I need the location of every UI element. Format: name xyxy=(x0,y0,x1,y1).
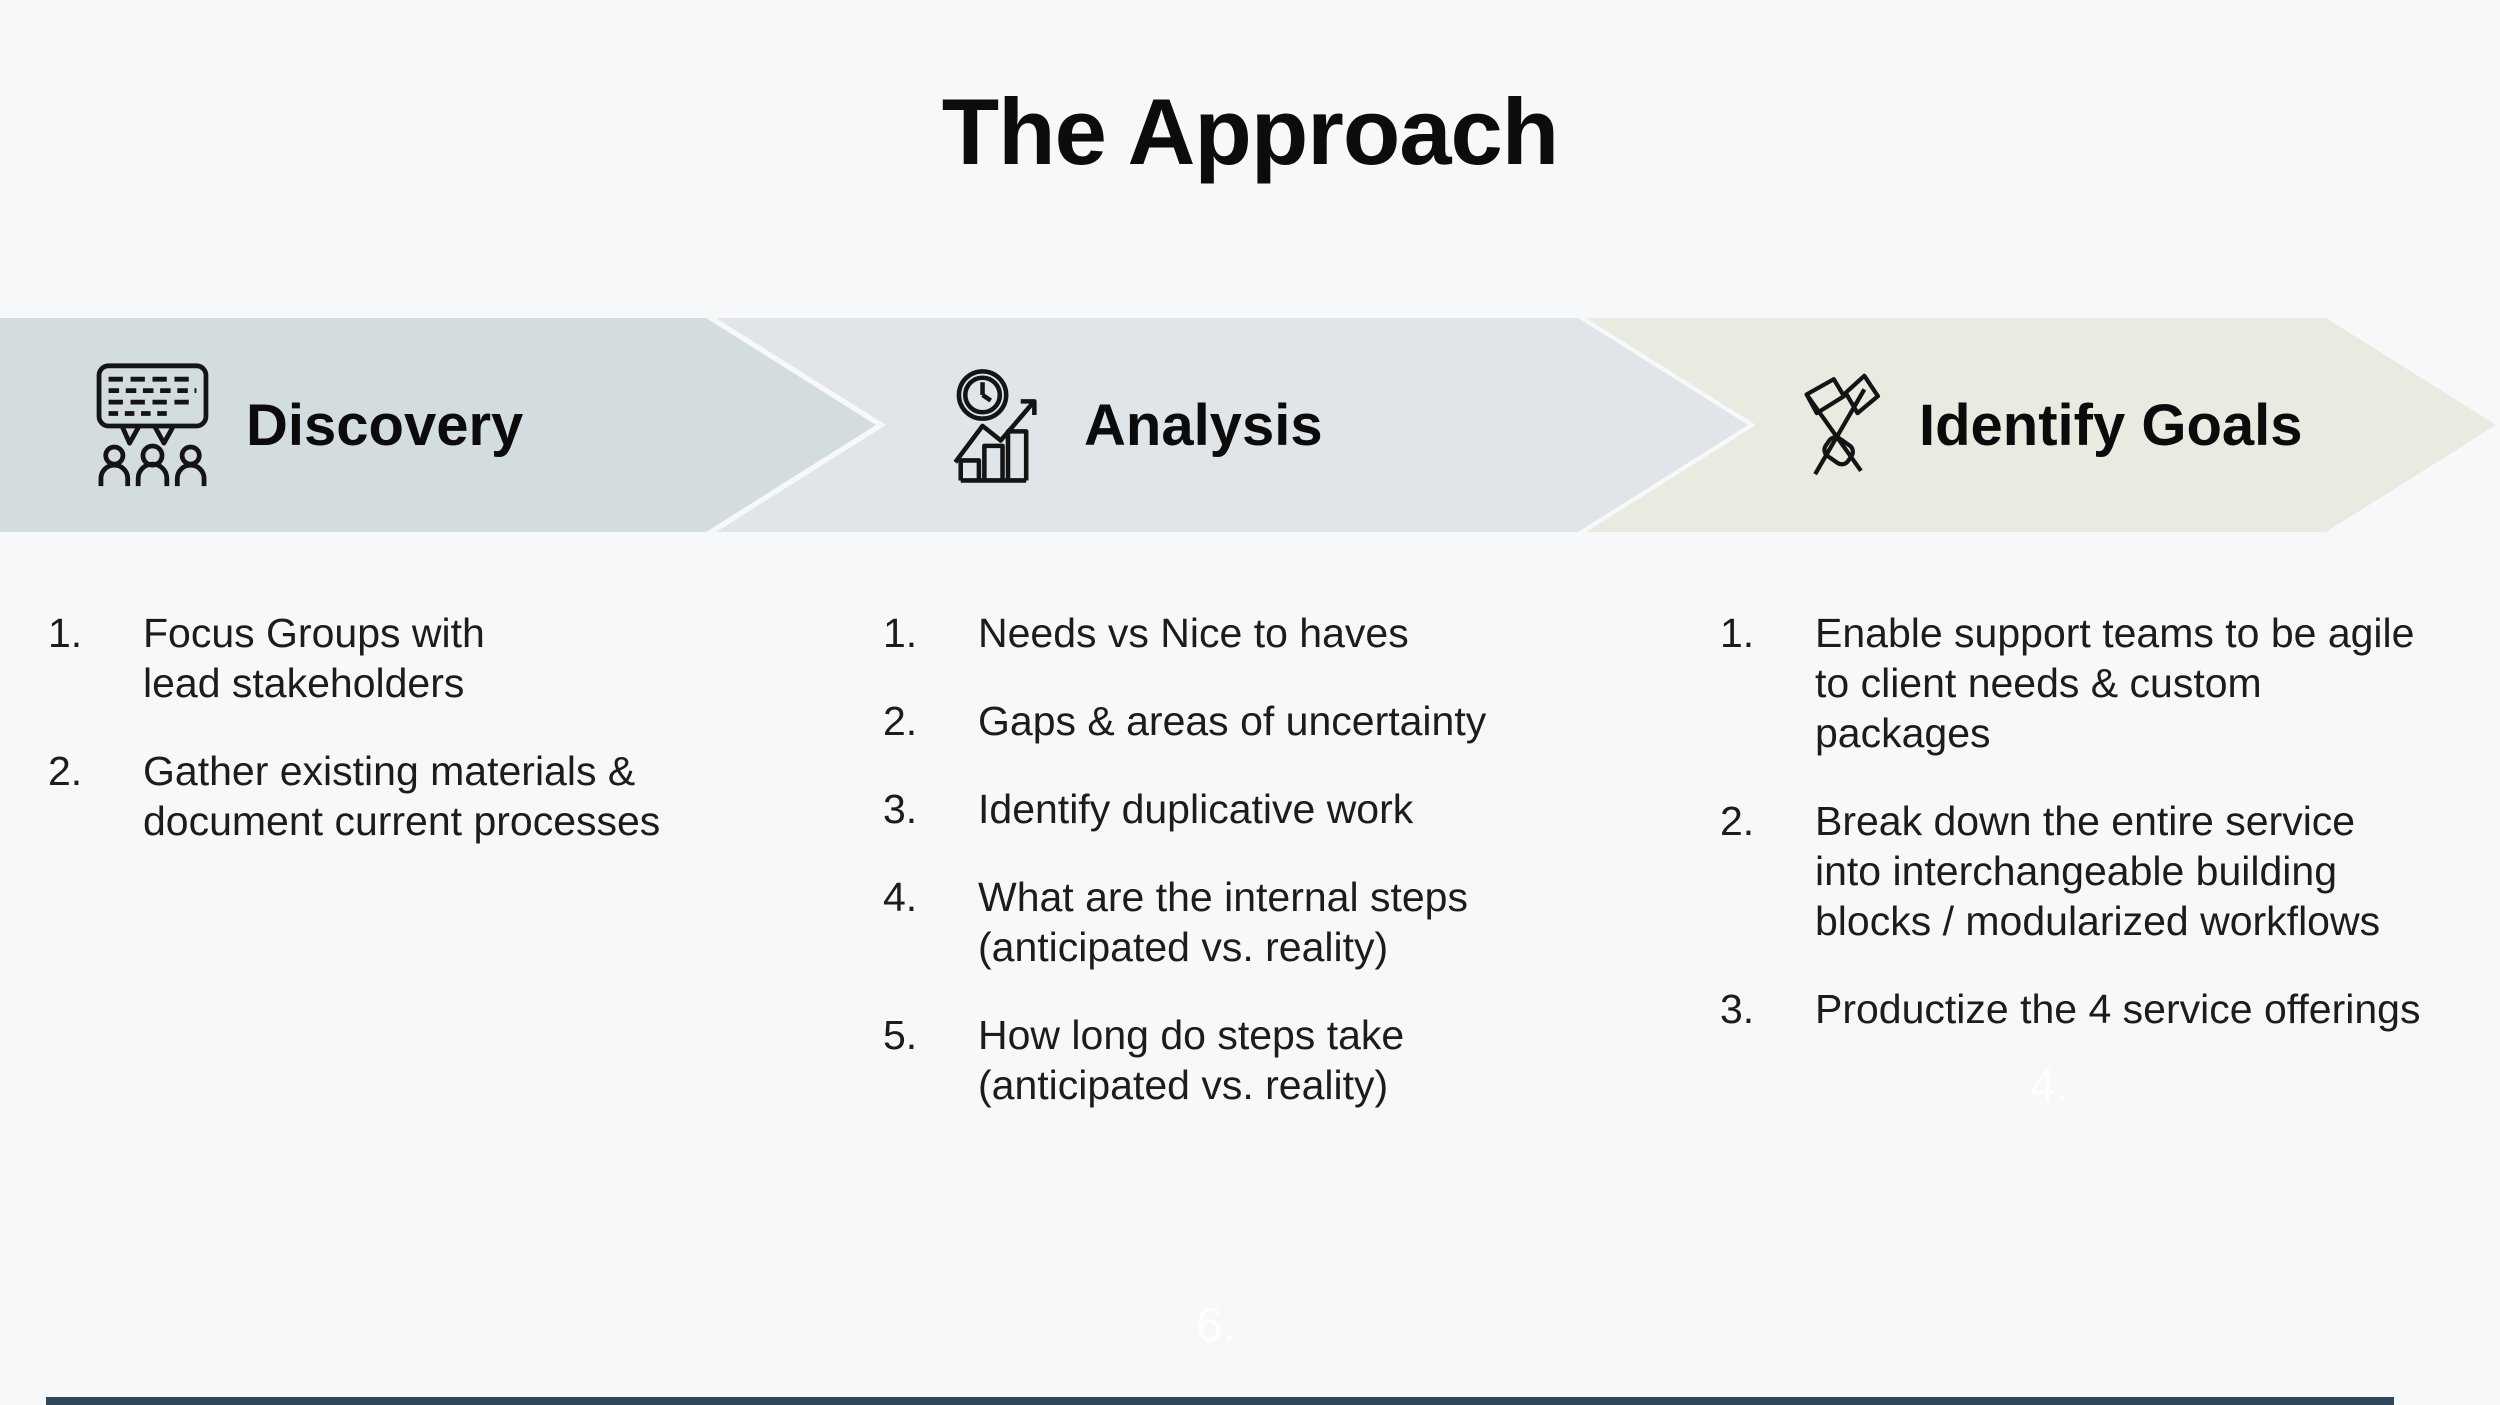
list-item-number: 3. xyxy=(1720,986,1755,1032)
faint-page-number-6: 6. xyxy=(1196,1299,1237,1352)
list-item: 2. Gaps & areas of uncertainty xyxy=(883,696,1486,746)
list-item: 5. How long do steps take (anticipated vs… xyxy=(883,1010,1486,1110)
list-item-number: 1. xyxy=(48,610,83,656)
list-item-text: Gaps & areas of uncertainty xyxy=(978,698,1487,744)
list-item: 1. Enable support teams to be agile to cl… xyxy=(1720,608,2420,758)
list-item-number: 2. xyxy=(1720,798,1755,844)
stage-label-analysis: Analysis xyxy=(1084,392,1323,458)
list-item-number: 3. xyxy=(883,786,918,832)
list-item: 1. Needs vs Nice to haves xyxy=(883,608,1486,658)
list-item: 2. Break down the entire service into int… xyxy=(1720,796,2420,946)
list-item-text: Break down the entire service into inter… xyxy=(1815,798,2381,944)
faint-page-number-4: 4. xyxy=(2030,1059,2069,1111)
list-item-text: What are the internal steps (anticipated… xyxy=(978,874,1468,970)
process-chevron-band: Discovery Analysis xyxy=(0,318,2500,532)
list-item-text: Focus Groups with lead stakeholders xyxy=(143,610,485,706)
list-item: 3. Identify duplicative work xyxy=(883,784,1486,834)
list-item-text: Enable support teams to be agile to clie… xyxy=(1815,610,2415,756)
chevron-discovery-content: Discovery xyxy=(95,318,523,532)
list-item: 4. What are the internal steps (anticipat… xyxy=(883,872,1486,972)
list-item-number: 2. xyxy=(48,748,83,794)
identify-goals-list: 1. Enable support teams to be agile to cl… xyxy=(1720,608,2420,1072)
time-chart-analysis-icon xyxy=(948,366,1048,484)
list-item: 2. Gather existing materials & document c… xyxy=(48,746,660,846)
stage-label-discovery: Discovery xyxy=(246,392,524,458)
stage-label-identify-goals: Identify Goals xyxy=(1919,392,2303,458)
list-item-number: 4. xyxy=(883,874,918,920)
discovery-list: 1. Focus Groups with lead stakeholders 2. G… xyxy=(48,608,660,884)
list-item-number: 5. xyxy=(883,1012,918,1058)
list-item-text: Identify duplicative work xyxy=(978,786,1414,832)
list-item-text: Needs vs Nice to haves xyxy=(978,610,1409,656)
list-item-text: Gather existing materials & document cur… xyxy=(143,748,661,844)
chevron-analysis-content: Analysis xyxy=(948,318,1323,532)
chevron-analysis xyxy=(716,318,1748,532)
list-item: 1. Focus Groups with lead stakeholders xyxy=(48,608,660,708)
chevron-identify-goals-content: Identify Goals xyxy=(1788,318,2303,532)
footer-accent-bar xyxy=(46,1397,2394,1405)
analysis-list: 1. Needs vs Nice to haves 2. Gaps & areas o… xyxy=(883,608,1486,1148)
list-item-text: How long do steps take (anticipated vs. … xyxy=(978,1012,1405,1108)
list-item-number: 1. xyxy=(1720,610,1755,656)
list-item-number: 2. xyxy=(883,698,918,744)
focus-group-discussion-icon xyxy=(95,362,210,488)
page-title: The Approach xyxy=(941,79,1559,184)
list-item-number: 1. xyxy=(883,610,918,656)
crossed-flags-goals-icon xyxy=(1788,364,1883,486)
list-item-text: Productize the 4 service offerings xyxy=(1815,986,2421,1032)
list-item: 3. Productize the 4 service offerings xyxy=(1720,984,2420,1034)
